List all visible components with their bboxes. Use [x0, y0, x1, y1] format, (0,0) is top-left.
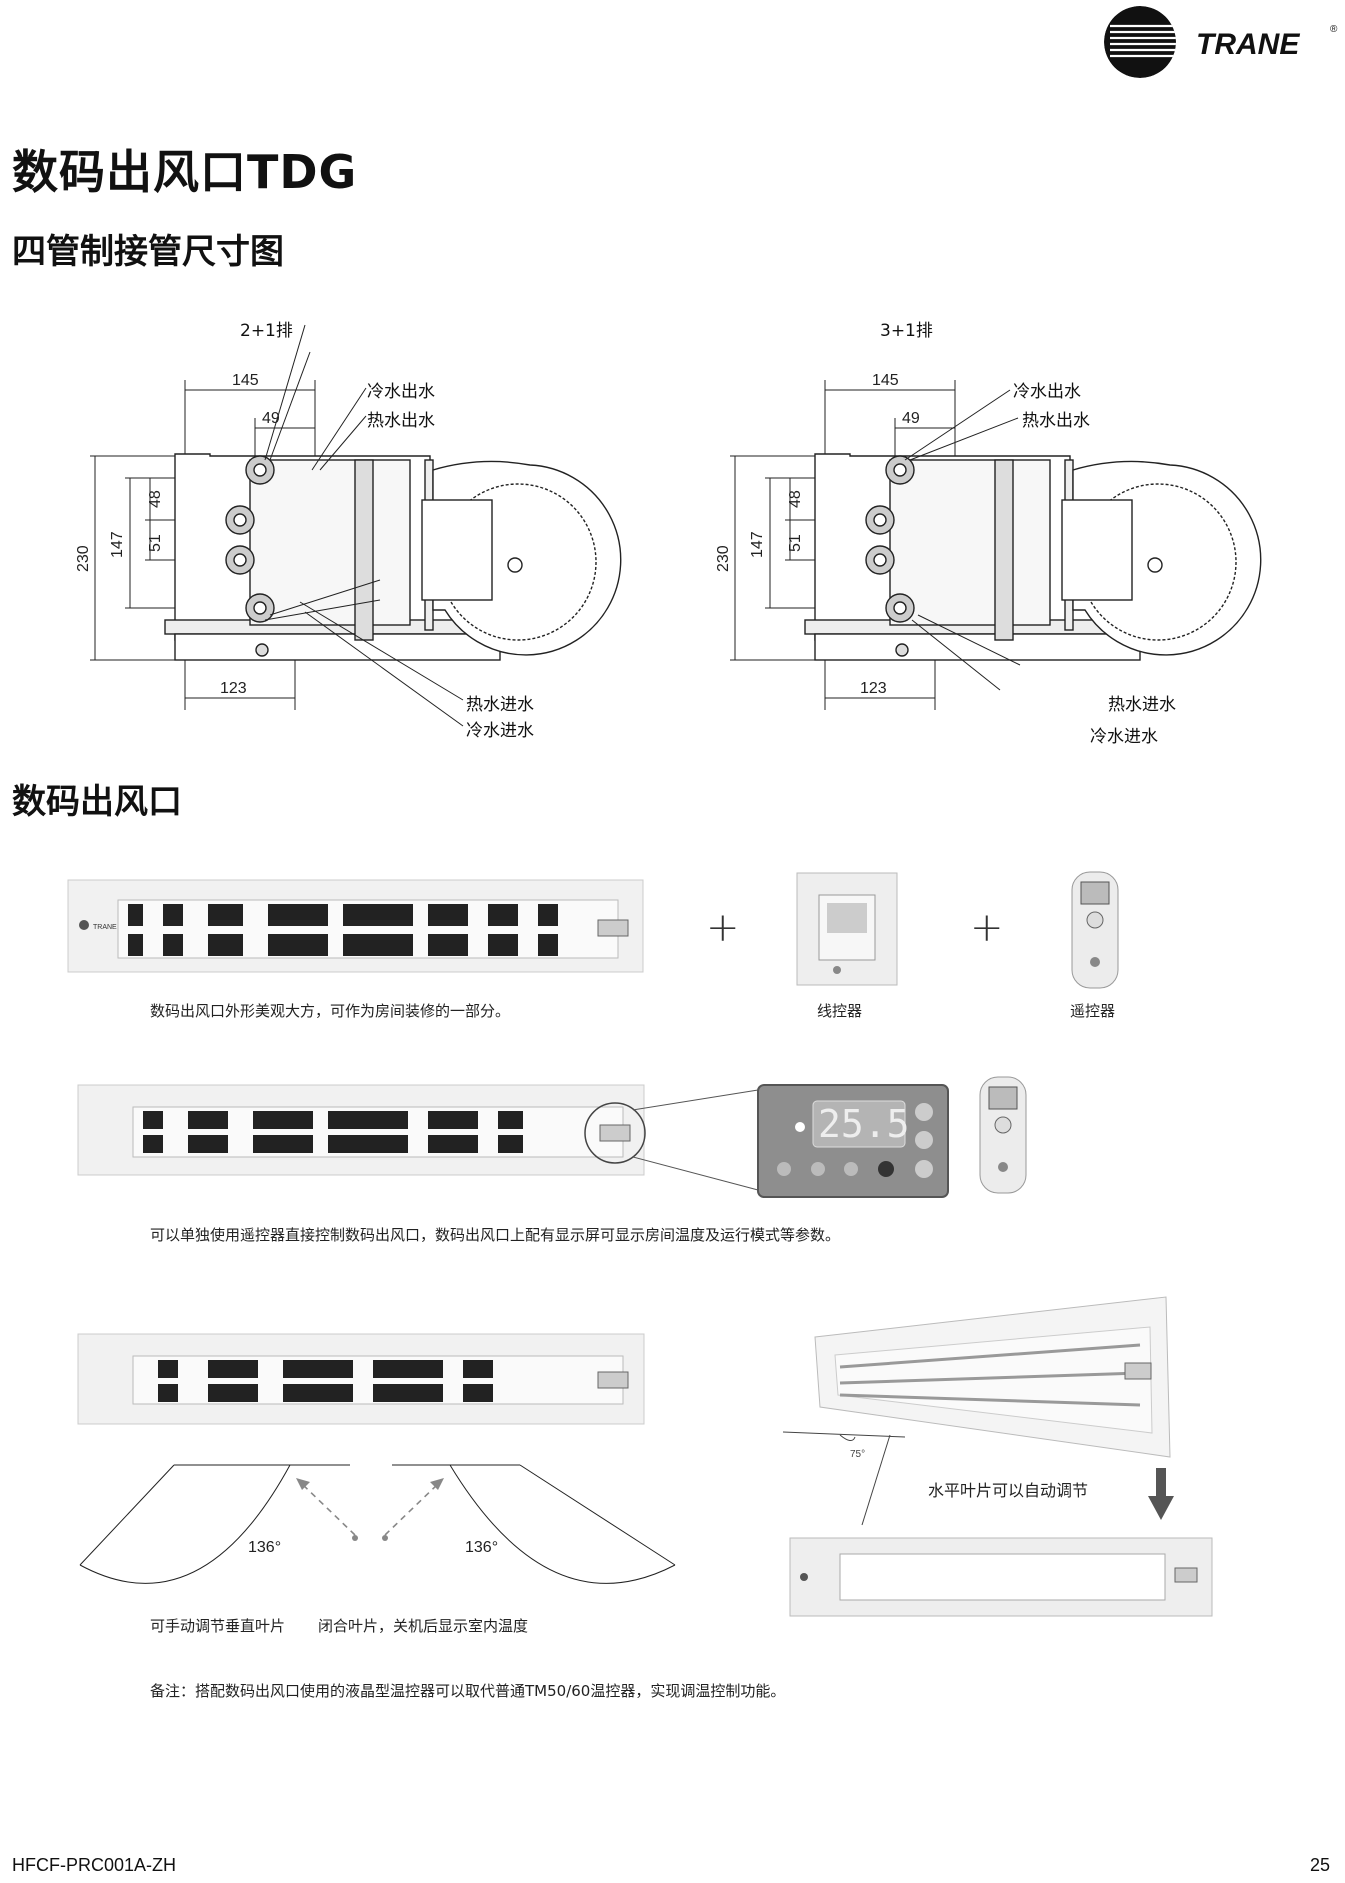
dim-48: 48	[787, 490, 804, 508]
caption-manual-vanes: 可手动调节垂直叶片	[150, 1617, 286, 1635]
dim-147: 147	[109, 531, 126, 558]
vane-angle-diagram: 136° 136°	[79, 1464, 676, 1584]
outlet-image-perspective: 75°	[782, 1296, 1171, 1526]
diagram-caption: 2+1排	[240, 321, 293, 341]
remote-control-image-2	[979, 1076, 1027, 1194]
display-temperature: 25.5	[818, 1102, 910, 1146]
outlet-image-vanes	[77, 1333, 645, 1425]
footer-doc-id: HFCF-PRC001A-ZH	[12, 1855, 177, 1875]
angle-right: 136°	[465, 1539, 498, 1556]
label-hot-out-left: 热水出水	[367, 411, 435, 431]
angle-small: 75°	[850, 1449, 865, 1460]
dim-49: 49	[902, 410, 920, 427]
caption-remote-direct-control: 可以单独使用遥控器直接控制数码出风口，数码出风口上配有显示屏可显示房间温度及运行…	[150, 1226, 841, 1244]
label-cold-in-left: 冷水进水	[466, 721, 534, 741]
caption-remote: 遥控器	[1070, 1002, 1116, 1020]
leaders-left	[299, 387, 464, 727]
registered-mark: ®	[1330, 24, 1338, 35]
footer-page-number: 25	[1310, 1855, 1331, 1875]
plus-sign: +	[706, 905, 740, 951]
dim-51: 51	[147, 534, 164, 552]
caption-auto-horizontal: 水平叶片可以自动调节	[928, 1481, 1089, 1500]
angle-left: 136°	[248, 1539, 281, 1556]
down-arrow-icon	[1148, 1468, 1174, 1520]
dim-145: 145	[872, 372, 899, 389]
brand-name: TRANE	[1196, 28, 1300, 61]
note-text: 备注：搭配数码出风口使用的液晶型温控器可以取代普通TM50/60温控器，实现调温…	[150, 1682, 786, 1700]
outlet-image-closed	[789, 1537, 1213, 1617]
label-cold-out-left: 冷水出水	[367, 382, 435, 402]
pipe-diagram-2plus1: 2+1排 145 49 230 147 48 51 123	[75, 321, 622, 710]
label-hot-out-right: 热水出水	[1022, 411, 1090, 431]
dim-123: 123	[860, 680, 887, 697]
dim-123: 123	[220, 680, 247, 697]
page-title: 数码出风口TDG	[12, 145, 358, 199]
outlet-image-display: 25.5	[77, 1084, 949, 1198]
outlet-image-front: TRANE	[67, 879, 644, 973]
label-cold-in-right: 冷水进水	[1090, 727, 1158, 747]
brand-logo: TRANE ®	[1100, 4, 1340, 84]
section-heading-pipe: 四管制接管尺寸图	[12, 232, 284, 272]
label-cold-out-right: 冷水出水	[1013, 382, 1081, 402]
caption-outlet-appearance: 数码出风口外形美观大方，可作为房间装修的一部分。	[150, 1002, 511, 1020]
plus-sign-2: +	[970, 905, 1004, 951]
label-hot-in-left: 热水进水	[466, 695, 534, 715]
dim-49: 49	[262, 410, 280, 427]
pipe-diagram-3plus1: 3+1排 145 49 230 147 48 51 123	[715, 321, 1262, 710]
outlet-logo-text: TRANE	[93, 924, 117, 931]
caption-wired-controller: 线控器	[817, 1002, 863, 1020]
dim-230: 230	[75, 545, 92, 572]
wired-controller-image	[796, 872, 898, 986]
dim-48: 48	[147, 490, 164, 508]
remote-control-image	[1071, 871, 1119, 989]
caption-closed-vanes: 闭合叶片，关机后显示室内温度	[318, 1617, 529, 1635]
dim-145: 145	[232, 372, 259, 389]
dim-147: 147	[749, 531, 766, 558]
dim-51: 51	[787, 534, 804, 552]
diagram-caption: 3+1排	[880, 321, 933, 341]
label-hot-in-right: 热水进水	[1108, 695, 1176, 715]
section-heading-outlet: 数码出风口	[12, 782, 182, 822]
dim-230: 230	[715, 545, 732, 572]
